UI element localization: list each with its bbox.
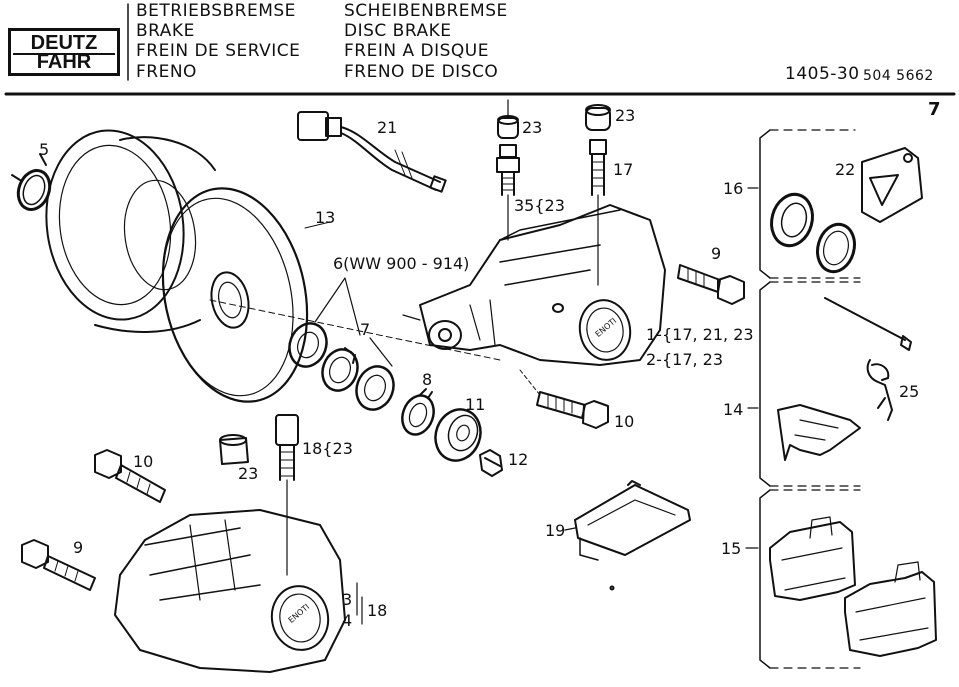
caliper-lower	[114, 509, 346, 673]
snap-ring-5	[11, 153, 52, 211]
callout-9-lower: 9	[73, 538, 84, 557]
callout-17: 17	[613, 160, 634, 179]
guide-bolt-9-upper	[677, 264, 745, 305]
callout-14: 14	[723, 400, 744, 419]
callout-3: 3	[342, 590, 353, 609]
bleed-cap-23-lower	[219, 434, 249, 465]
guide-bolt-10-lower	[94, 449, 166, 503]
title-it: FRENO	[136, 62, 197, 82]
washer-6	[288, 322, 328, 368]
title-en: BRAKE	[136, 21, 195, 41]
callout-23-lower: 23	[238, 464, 259, 483]
caliper-upper	[402, 204, 666, 366]
logo-line-2: FAHR	[36, 51, 92, 73]
bleeder-screw-left	[496, 144, 520, 241]
callout-11: 11	[465, 395, 486, 414]
callout-16: 16	[723, 179, 744, 198]
callout-25: 25	[899, 382, 920, 401]
callout-10-upper: 10	[614, 412, 635, 431]
callout-15: 15	[721, 539, 742, 558]
callout-12: 12	[508, 450, 529, 469]
bleeder-screw-18	[275, 414, 299, 576]
washer-7b	[355, 365, 395, 411]
pad-spring-14	[777, 404, 861, 461]
subtitle-es: FRENO DE DISCO	[344, 62, 499, 82]
callout-18: 18{23	[302, 439, 353, 458]
guide-bolt-9-lower	[21, 539, 96, 591]
callout-23-left: 23	[522, 118, 543, 137]
title-fr: FREIN DE SERVICE	[136, 41, 301, 61]
group-bracket-16	[759, 129, 861, 279]
logo-line-1: DEUTZ	[30, 32, 98, 54]
subtitle-fr: FREIN A DISQUE	[344, 41, 489, 61]
nut-12	[479, 449, 503, 477]
bleed-cap-23-right	[585, 104, 611, 131]
callout-13: 13	[315, 208, 336, 227]
callout-21: 21	[377, 118, 398, 137]
spring-clip-25	[866, 359, 893, 421]
callout-8: 8	[422, 370, 433, 389]
callout-23-right: 23	[615, 106, 636, 125]
group-bracket-15	[759, 489, 861, 669]
callout-35: 35{23	[514, 196, 565, 215]
callout-6: 6(WW 900 - 914)	[333, 254, 470, 273]
callout-4: 4	[342, 611, 353, 630]
callout-10-lower: 10	[133, 452, 154, 471]
brake-pad-15b	[844, 561, 937, 657]
callout-1: 1-{17, 21, 23	[646, 325, 754, 344]
page-number: 7	[928, 99, 942, 120]
bleed-cap-23-left	[497, 99, 519, 139]
doc-number-sub: 504 5662	[863, 68, 934, 84]
bleeder-screw-17	[589, 139, 607, 286]
callout-9-upper: 9	[711, 244, 722, 263]
title-de: BETRIEBSBREMSE	[136, 1, 296, 21]
callout-22: 22	[835, 160, 856, 179]
bearing-11	[434, 408, 482, 462]
anti-squeal-plate-22	[861, 147, 923, 223]
callout-19: 19	[545, 521, 566, 540]
subtitle-de: SCHEIBENBREMSE	[344, 1, 508, 21]
subtitle-en: DISC BRAKE	[344, 21, 452, 41]
brake-disc-13	[161, 187, 501, 403]
circlip-7a	[321, 347, 359, 392]
doc-number-main: 1405-30	[785, 64, 860, 84]
anti-rattle-spring-19	[574, 480, 691, 591]
pad-retaining-pin	[824, 297, 912, 351]
piston-seal-16	[770, 192, 856, 274]
brake-pad-15a	[769, 516, 856, 601]
deutz-fahr-logo: DEUTZ FAHR	[8, 28, 120, 76]
wheel-hub	[45, 129, 216, 333]
callout-7: 7	[360, 320, 371, 339]
callout-2: 2-{17, 23	[646, 350, 724, 369]
circlip-8	[401, 388, 435, 436]
logo-divider	[13, 53, 115, 55]
guide-bolt-10-upper	[519, 369, 609, 429]
callout-3-4-ref: 18	[367, 601, 388, 620]
group-bracket-14	[759, 281, 861, 487]
callout-5: 5	[39, 140, 50, 159]
wear-sensor-cable-21	[297, 111, 447, 193]
